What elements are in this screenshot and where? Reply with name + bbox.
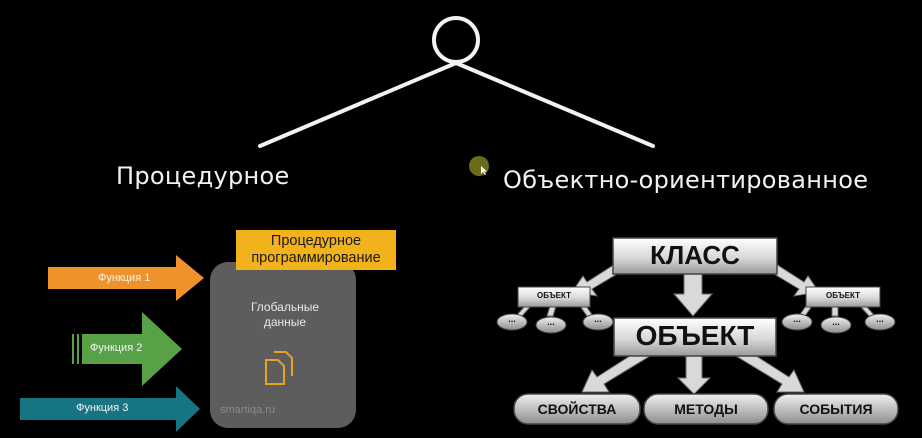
class-label: КЛАСС	[650, 240, 740, 270]
watermark: smartiqa.ru	[220, 404, 276, 416]
globals-label: Глобальные данные	[240, 300, 330, 330]
ellipsis-label-5: ...	[832, 317, 840, 327]
function-arrow-2	[72, 312, 182, 386]
object-main-label: ОБЪЕКТ	[635, 320, 755, 351]
object-small-left-label: ОБЪЕКТ	[537, 291, 571, 300]
function-label-1: Функция 1	[98, 272, 151, 284]
function-arrow-3	[20, 386, 200, 432]
globals-panel	[210, 262, 356, 428]
cursor-highlight	[469, 156, 489, 176]
procedural-title-line1: Процедурное	[270, 233, 362, 249]
tree-node-circle	[432, 16, 480, 64]
properties-pill	[513, 393, 641, 425]
cursor-icon	[481, 166, 487, 175]
function-arrow-1	[48, 255, 204, 301]
events-label: СОБЫТИЯ	[799, 401, 873, 417]
object-main-box	[613, 317, 777, 357]
methods-label: МЕТОДЫ	[674, 401, 738, 417]
label-object-oriented: Объектно-ориентированное	[503, 166, 869, 194]
procedural-title-line2: программирование	[251, 250, 381, 266]
ellipsis-pill-5	[820, 316, 852, 334]
globals-line2: данные	[263, 315, 307, 329]
object-small-right-label: ОБЪЕКТ	[826, 291, 860, 300]
ellipsis-label-2: ...	[547, 317, 555, 327]
events-pill	[773, 393, 899, 425]
methods-pill	[643, 393, 769, 425]
ellipsis-pill-1	[496, 313, 528, 331]
procedural-title-box: Процедурное программирование	[236, 230, 396, 270]
oop-connectors	[514, 260, 877, 395]
function-label-3: Функция 3	[76, 402, 129, 414]
ellipsis-label-6: ...	[876, 314, 884, 324]
properties-label: СВОЙСТВА	[537, 401, 617, 417]
globals-line1: Глобальные	[250, 300, 320, 314]
ellipsis-pill-6	[864, 313, 896, 331]
ellipsis-pill-3	[582, 313, 614, 331]
ellipsis-label-3: ...	[594, 314, 602, 324]
object-small-left-box	[517, 286, 591, 308]
ellipsis-pill-2	[535, 316, 567, 334]
ellipsis-pill-4	[781, 313, 813, 331]
documents-icon	[265, 351, 293, 385]
label-procedural: Процедурное	[116, 162, 290, 190]
ellipsis-label-1: ...	[508, 314, 516, 324]
ellipsis-label-4: ...	[793, 314, 801, 324]
tree-branch-left	[258, 61, 458, 148]
function-label-2: Функция 2	[90, 342, 143, 354]
tree-branch-right	[454, 61, 655, 148]
class-box	[612, 237, 778, 275]
object-small-right-box	[805, 286, 881, 308]
